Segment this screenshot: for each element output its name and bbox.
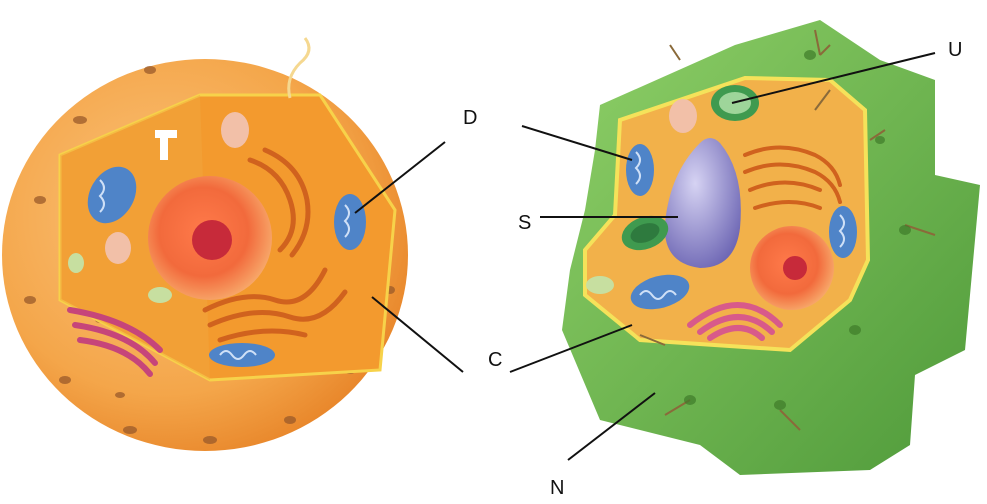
mitochondrion <box>829 206 857 258</box>
vesicle <box>105 232 131 264</box>
vesicle <box>586 276 614 294</box>
vesicle <box>669 99 697 133</box>
mitochondrion <box>626 144 654 196</box>
label-n: N <box>550 478 564 498</box>
animal-cell <box>2 38 408 451</box>
label-d: D <box>463 108 477 128</box>
vesicle <box>148 287 172 303</box>
plant-nucleolus <box>783 256 807 280</box>
nucleolus <box>192 220 232 260</box>
label-s: S <box>518 213 531 233</box>
mitochondrion <box>209 343 275 367</box>
vesicle <box>221 112 249 148</box>
label-c: C <box>488 350 502 370</box>
plant-cell <box>562 20 980 475</box>
mitochondrion <box>334 194 366 250</box>
vesicle <box>68 253 84 273</box>
label-u: U <box>948 40 962 60</box>
